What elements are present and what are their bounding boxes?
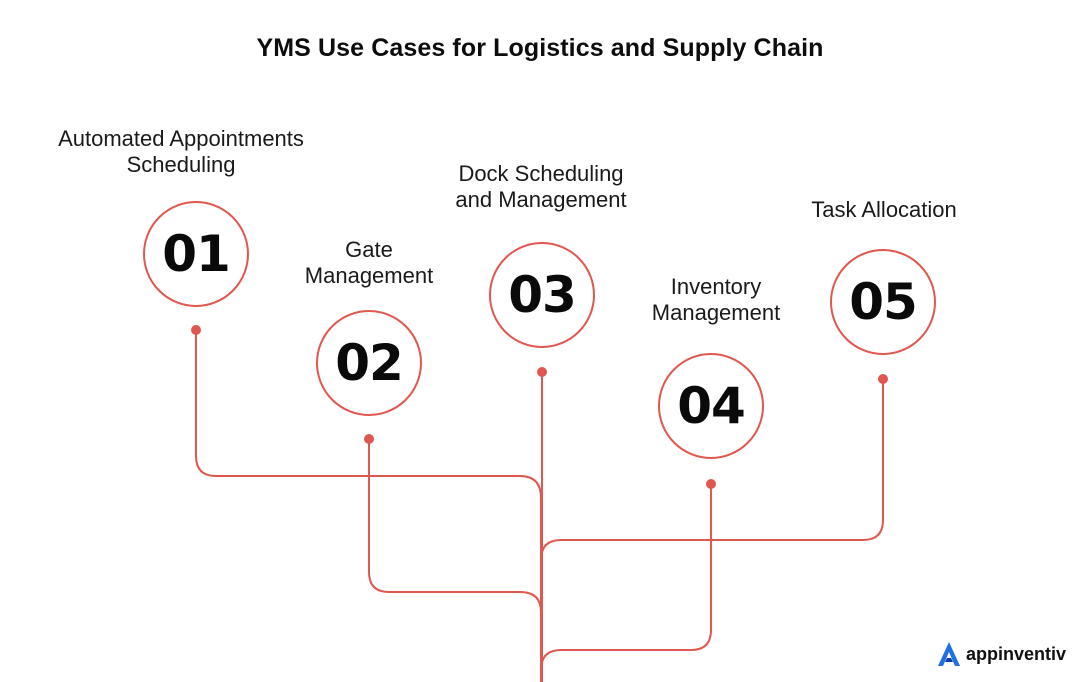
connector-05	[540, 379, 884, 561]
step-label-04-line1: Inventory	[670, 274, 762, 299]
step-label-04-line2: Management	[651, 300, 781, 325]
step-number-05: 05	[849, 273, 918, 331]
step-label-03: Dock Scheduling and Management	[411, 161, 671, 213]
page-title: YMS Use Cases for Logistics and Supply C…	[256, 34, 824, 62]
step-circle-05: 05	[830, 249, 936, 355]
step-label-02-line1: Gate	[345, 237, 393, 262]
step-number-04: 04	[677, 377, 746, 435]
step-number-02: 02	[335, 334, 404, 392]
step-circle-03: 03	[489, 242, 595, 348]
connector-04	[540, 484, 712, 682]
step-label-05-line1: Task Allocation	[811, 197, 957, 222]
step-number-03: 03	[508, 266, 577, 324]
step-label-02-line2: Management	[304, 263, 434, 288]
connector-dot-04	[706, 479, 716, 489]
step-label-03-line1: Dock Scheduling	[458, 161, 624, 186]
logo-text: appinventiv	[966, 643, 1067, 664]
step-circle-02: 02	[316, 310, 422, 416]
step-label-05: Task Allocation	[774, 197, 994, 223]
step-label-02: Gate Management	[269, 237, 469, 289]
connector-02	[368, 439, 542, 682]
step-label-01-line2: Scheduling	[126, 152, 236, 177]
appinventiv-logo-icon	[938, 642, 960, 666]
step-circle-04: 04	[658, 353, 764, 459]
step-label-03-line2: and Management	[455, 187, 627, 212]
step-label-01: Automated Appointments Scheduling	[6, 126, 356, 178]
connector-dot-03	[537, 367, 547, 377]
connector-dot-05	[878, 374, 888, 384]
step-label-04: Inventory Management	[606, 274, 826, 326]
step-circle-01: 01	[143, 201, 249, 307]
connector-dot-02	[364, 434, 374, 444]
connector-dot-01	[191, 325, 201, 335]
brand-logo: appinventiv	[936, 640, 1066, 668]
step-label-01-line1: Automated Appointments	[58, 126, 304, 151]
step-number-01: 01	[162, 225, 231, 283]
